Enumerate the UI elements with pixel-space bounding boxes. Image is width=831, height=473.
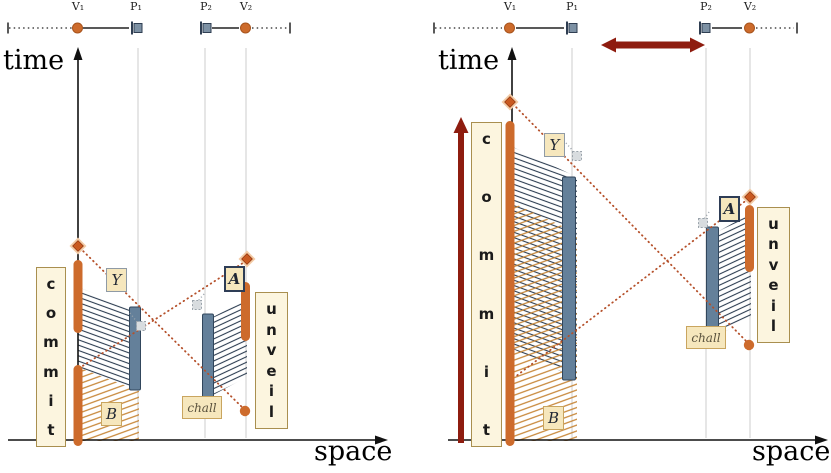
- distance-gap-arrow: [601, 37, 705, 53]
- challenge-region-right: [719, 213, 751, 335]
- unveil-segment-left: [241, 282, 250, 341]
- p2-marker: [699, 21, 711, 35]
- processor-bar: [562, 176, 576, 381]
- processor-bar: [129, 306, 141, 391]
- data-packet-icon: [129, 312, 146, 331]
- worldline-segments: [73, 121, 754, 446]
- signal-line: [80, 260, 247, 368]
- event-diamond-icon: [238, 250, 256, 268]
- ruler-label-v2: V₂: [743, 0, 757, 13]
- ruler-label-v1: V₁: [503, 0, 517, 13]
- event-diamond-icon: [69, 237, 87, 255]
- signal-line: [79, 247, 246, 411]
- data-packet-icon: [698, 211, 710, 228]
- tag-A: A: [224, 266, 245, 292]
- unveil-segment-right: [745, 205, 754, 272]
- space-axis-label: space: [314, 436, 393, 467]
- v2-marker: [744, 22, 755, 34]
- tag-Y: Y: [106, 268, 127, 292]
- ruler-label-p1: P₁: [566, 0, 578, 13]
- ruler-label-p1: P₁: [130, 0, 142, 13]
- processor-bar: [706, 226, 719, 335]
- processor-bars: [129, 176, 719, 399]
- event-diamond-icon: [501, 93, 519, 111]
- top-ruler-right: [433, 21, 798, 35]
- commit-region-orange-right: [513, 203, 577, 441]
- tag-chall: chall: [182, 396, 222, 419]
- tag-B: B: [101, 402, 122, 426]
- hatch-regions: [78, 147, 751, 441]
- commit-segment-lower-left: [73, 365, 83, 446]
- tag-B: B: [543, 406, 564, 430]
- data-packet-icon: [565, 142, 582, 161]
- commit-segment-upper-left: [73, 260, 83, 333]
- challenge-region-left: [213, 299, 247, 395]
- signal-line: [514, 198, 749, 378]
- p1-marker: [566, 21, 578, 35]
- commit-duration-arrow: [453, 117, 469, 443]
- v2-marker: [240, 22, 251, 34]
- event-diamonds: [69, 93, 759, 268]
- ruler-label-p2: P₂: [700, 0, 712, 13]
- tag-chall: chall: [686, 326, 726, 349]
- v1-marker: [72, 22, 83, 34]
- v1-marker: [504, 22, 515, 34]
- p2-marker: [200, 21, 212, 35]
- tag-A: A: [719, 196, 740, 222]
- commit-region-dark-left: [78, 287, 139, 391]
- message-dot: [743, 339, 755, 351]
- signal-lines: [79, 103, 750, 411]
- p1-marker: [131, 21, 143, 35]
- space-axis-label: space: [752, 436, 831, 467]
- ruler-label-p2: P₂: [200, 0, 212, 13]
- message-dots: [239, 339, 755, 417]
- data-packet-icon: [192, 293, 205, 310]
- data-packets: [129, 142, 710, 331]
- top-ruler-left: [7, 21, 291, 35]
- space-axis-left: [8, 435, 388, 445]
- processor-bar: [202, 313, 214, 399]
- commit-segment-right: [505, 121, 515, 446]
- ruler-label-v2: V₂: [239, 0, 253, 13]
- ruler-label-v1: V₁: [71, 0, 85, 13]
- time-axis-label: time: [438, 45, 500, 76]
- event-diamond-icon: [741, 188, 759, 206]
- message-dot: [239, 405, 251, 417]
- time-axis-label: time: [3, 45, 65, 76]
- tag-Y: Y: [544, 133, 565, 157]
